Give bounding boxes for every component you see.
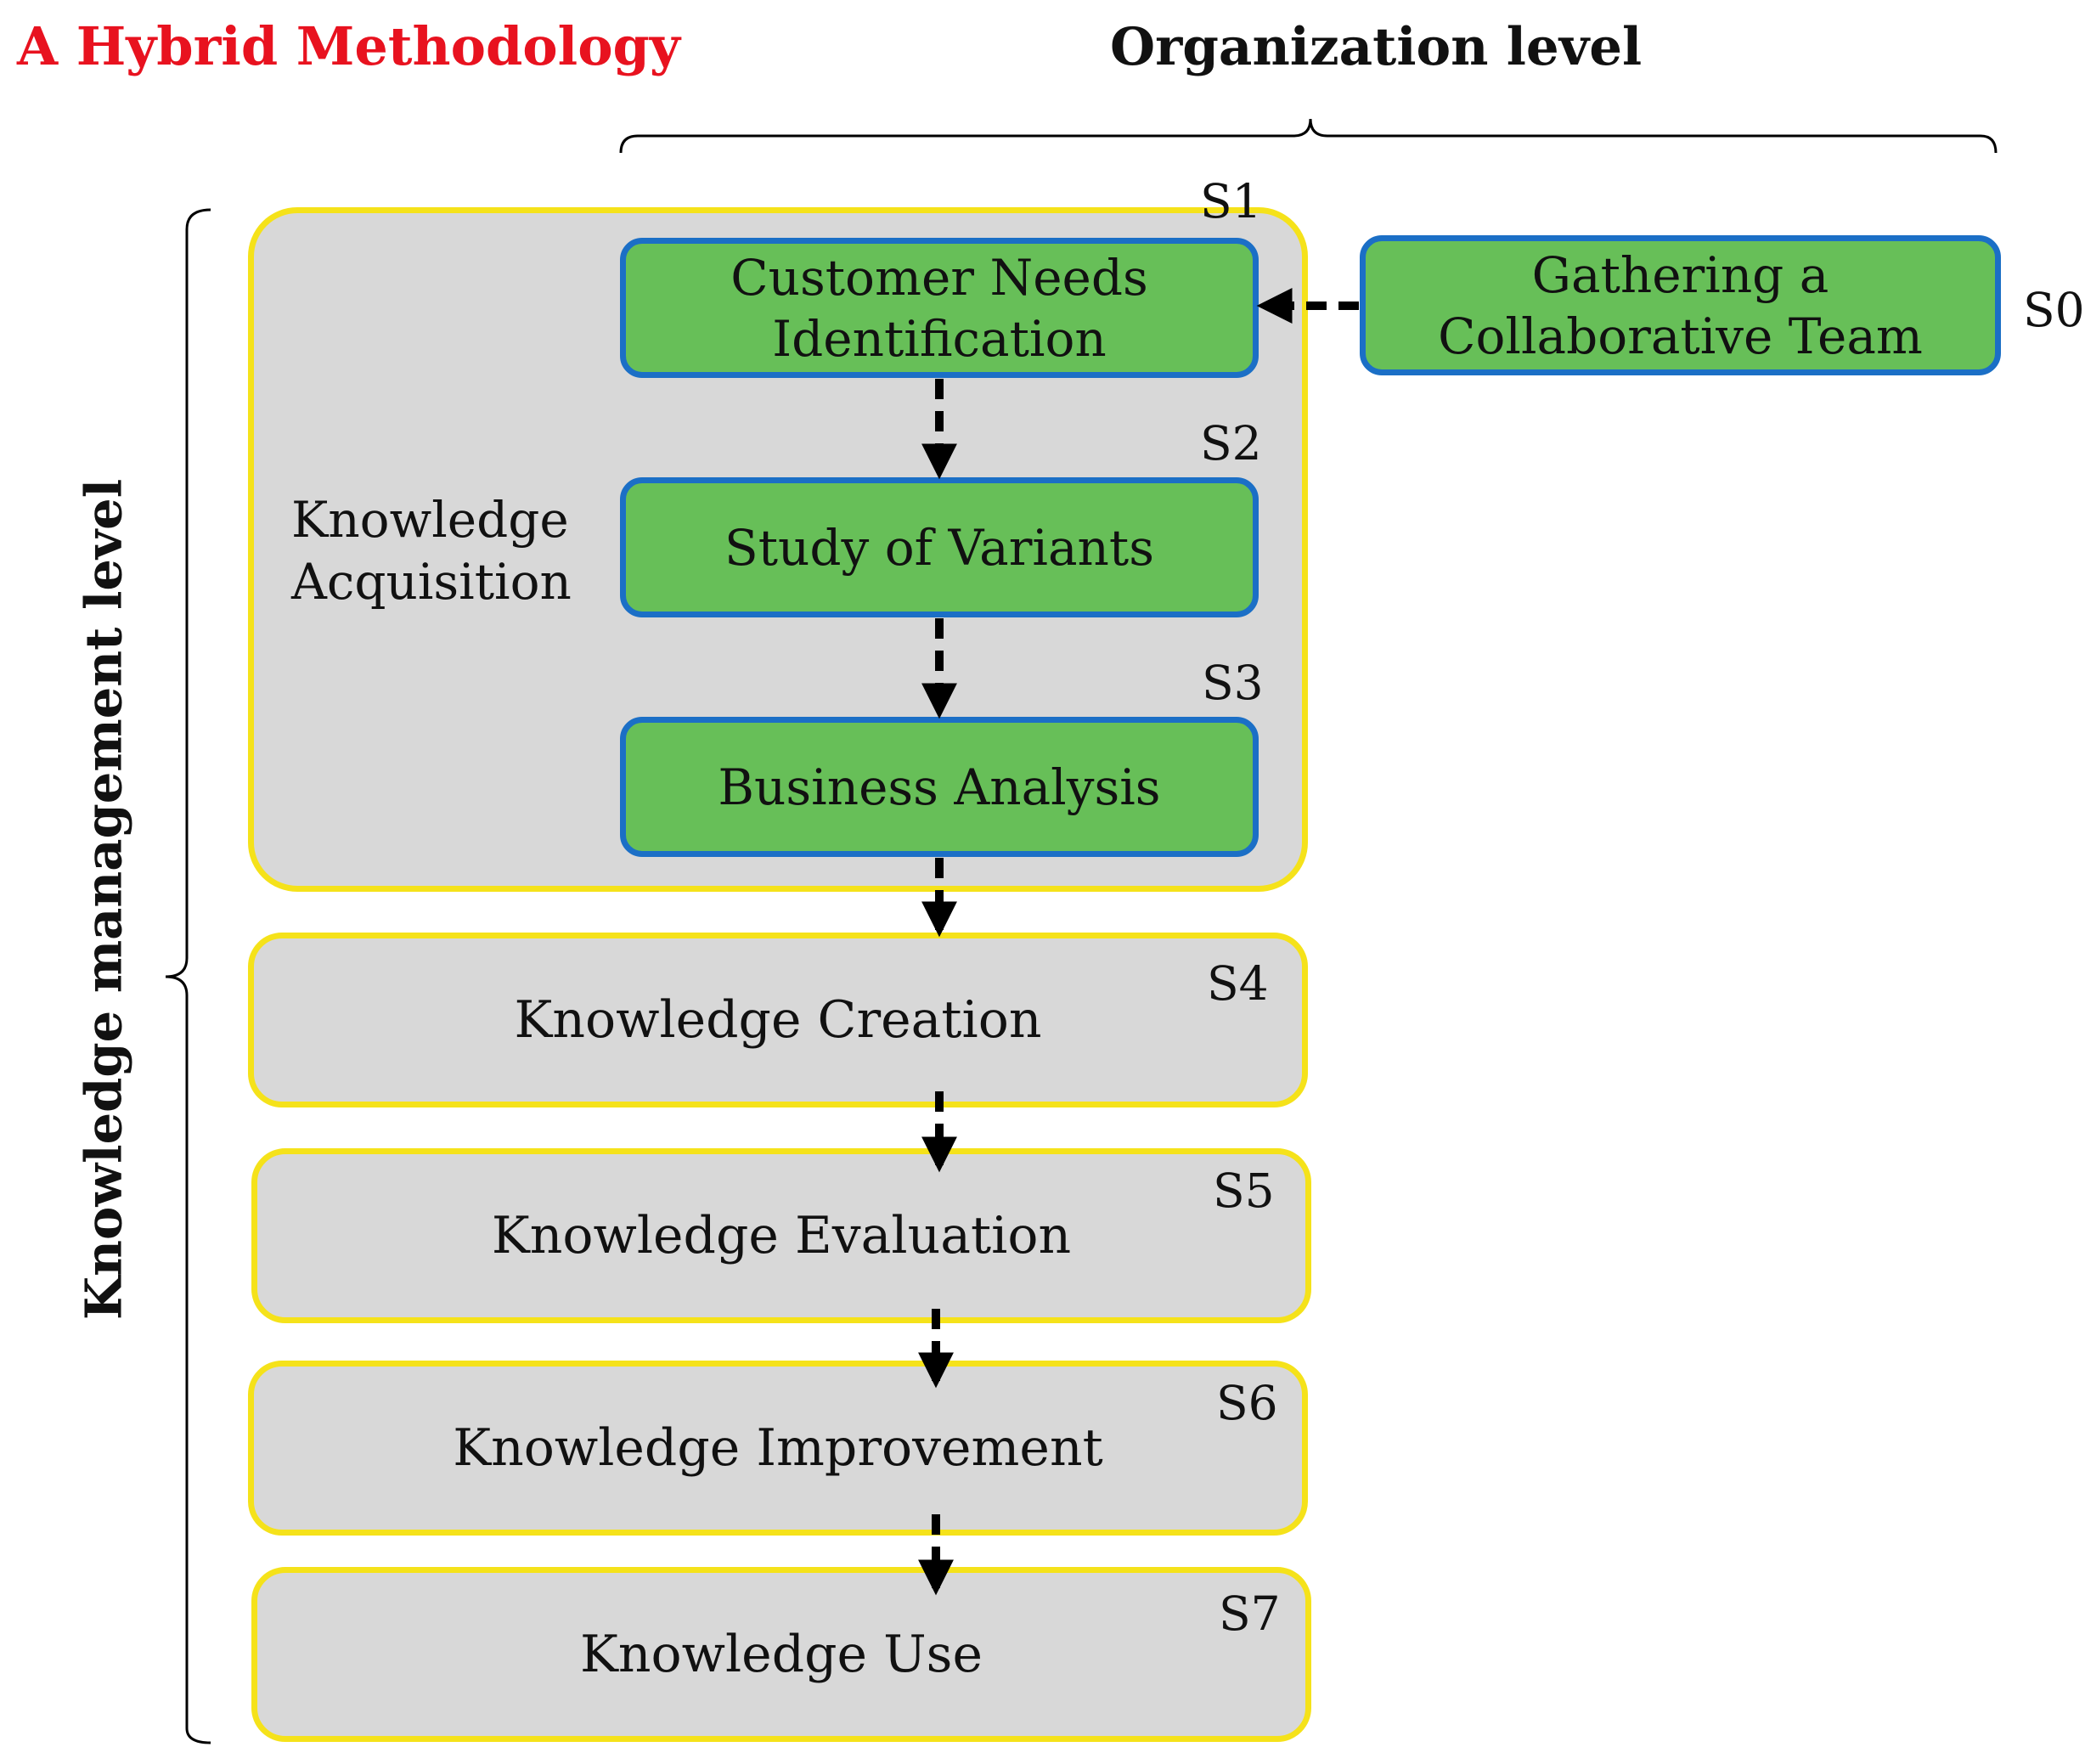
step-s5-id: S5 [1213, 1164, 1275, 1218]
organization-level-bracket [619, 118, 1998, 154]
step-s0-line1: Gathering a [1531, 245, 1829, 304]
organization-level-label: Organization level [1110, 17, 1643, 77]
step-s3-business-analysis[interactable]: Business Analysis [620, 717, 1259, 857]
step-s6-knowledge-improvement[interactable]: Knowledge Improvement [248, 1361, 1308, 1536]
step-s0-line2: Collaborative Team [1438, 307, 1923, 365]
knowledge-acquisition-label: Knowledge Acquisition [291, 489, 572, 613]
step-s6-label: Knowledge Improvement [453, 1418, 1103, 1478]
step-s1-id: S1 [1200, 174, 1262, 228]
step-s7-id: S7 [1219, 1586, 1281, 1641]
knowledge-acquisition-line1: Knowledge [291, 491, 569, 549]
step-s6-id: S6 [1216, 1376, 1278, 1430]
step-s2-label: Study of Variants [724, 518, 1154, 577]
step-s4-knowledge-creation[interactable]: Knowledge Creation [248, 933, 1308, 1107]
knowledge-acquisition-line2: Acquisition [291, 553, 572, 611]
step-s0-id: S0 [2023, 283, 2085, 337]
step-s4-id: S4 [1207, 956, 1269, 1011]
step-s1-line2: Identification [772, 309, 1107, 368]
step-s3-id: S3 [1202, 656, 1264, 710]
step-s0-gathering-team[interactable]: Gathering a Collaborative Team [1360, 235, 2001, 375]
step-s4-label: Knowledge Creation [514, 990, 1042, 1050]
diagram-title: A Hybrid Methodology [17, 15, 680, 77]
step-s5-knowledge-evaluation[interactable]: Knowledge Evaluation [251, 1148, 1311, 1323]
step-s1-line1: Customer Needs [730, 248, 1148, 307]
step-s3-label: Business Analysis [718, 758, 1161, 816]
step-s7-knowledge-use[interactable]: Knowledge Use [251, 1567, 1311, 1742]
step-s5-label: Knowledge Evaluation [491, 1206, 1072, 1265]
step-s2-id: S2 [1200, 416, 1262, 471]
knowledge-management-bracket [165, 208, 211, 1744]
step-s2-study-of-variants[interactable]: Study of Variants [620, 477, 1259, 617]
step-s7-label: Knowledge Use [580, 1625, 983, 1684]
step-s1-customer-needs[interactable]: Customer Needs Identification [620, 238, 1259, 378]
